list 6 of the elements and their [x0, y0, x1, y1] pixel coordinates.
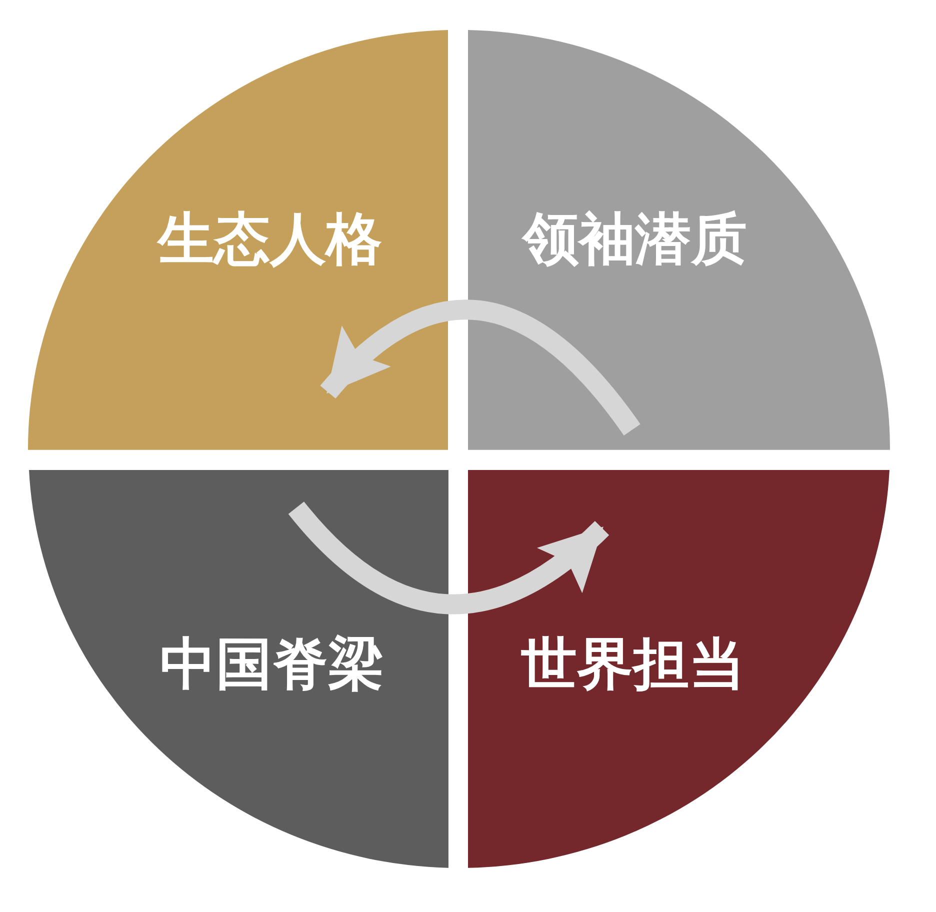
quadrant-label: 领袖潜质: [523, 209, 747, 271]
quadrant-label: 世界担当: [521, 634, 745, 696]
curved-arrow: [288, 501, 609, 614]
quadrant-label: 生态人格: [158, 209, 382, 271]
quadrant-label: 中国脊梁: [160, 634, 384, 696]
curved-arrow: [320, 300, 640, 436]
